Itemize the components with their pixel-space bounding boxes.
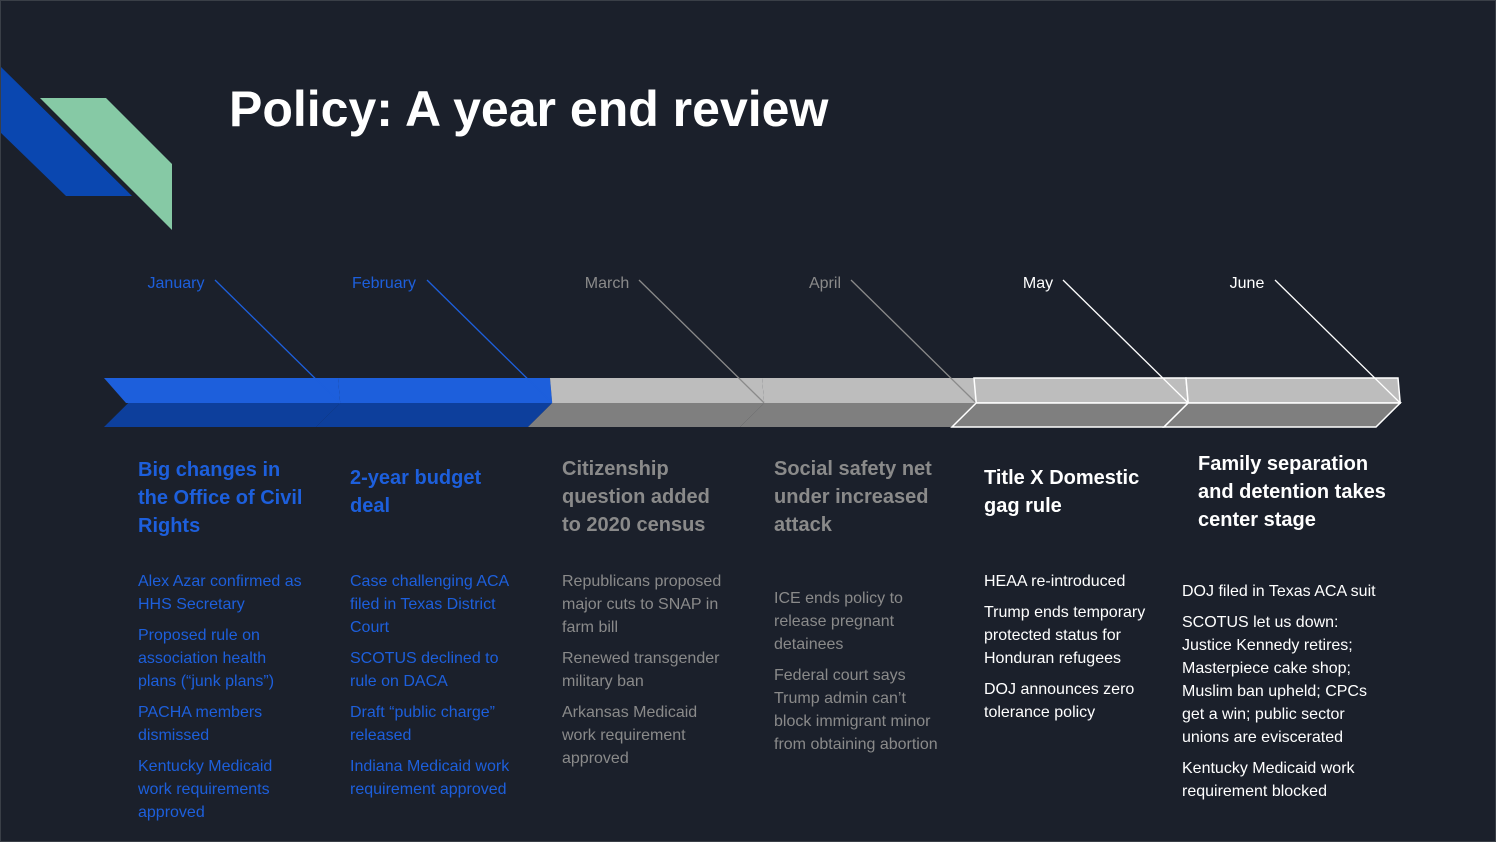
event-heading-february: 2-year budget deal bbox=[350, 467, 482, 517]
month-label-february: February bbox=[351, 275, 417, 292]
timeline-segment-lower bbox=[740, 403, 977, 427]
event-heading-march: Citizenship question added to 2020 censu… bbox=[562, 458, 710, 536]
event-item: SCOTUS declined to rule on DACA bbox=[350, 650, 499, 690]
month-leader-line bbox=[1062, 279, 1189, 404]
event-heading-april: Social safety net under increased attack bbox=[774, 458, 932, 536]
event-item: SCOTUS let us down: Justice Kennedy reti… bbox=[1182, 614, 1367, 746]
event-item: Proposed rule on association health plan… bbox=[138, 627, 275, 690]
event-item: Kentucky Medicaid work requirements appr… bbox=[138, 758, 273, 821]
timeline-segment-upper bbox=[762, 378, 977, 403]
month-leader-line bbox=[638, 279, 765, 404]
event-item: Case challenging ACA filed in Texas Dist… bbox=[350, 573, 509, 636]
corner-decoration bbox=[0, 66, 172, 230]
timeline-segment-upper bbox=[550, 378, 765, 403]
timeline-segment-upper bbox=[973, 377, 1190, 404]
timeline-segment-upper bbox=[338, 378, 553, 403]
event-item: Federal court says Trump admin can’t blo… bbox=[774, 667, 938, 753]
event-item: Draft “public charge” released bbox=[350, 704, 495, 744]
blue-stripe bbox=[0, 66, 132, 196]
event-item: Alex Azar confirmed as HHS Secretary bbox=[138, 573, 302, 613]
month-label-june: June bbox=[1229, 275, 1265, 292]
timeline-segment-lower bbox=[1162, 402, 1403, 428]
event-heading-june: Family separation and detention takes ce… bbox=[1198, 453, 1386, 531]
month-leader-line bbox=[214, 279, 341, 404]
event-item: Trump ends temporary protected status fo… bbox=[984, 604, 1146, 667]
event-item: Indiana Medicaid work requirement approv… bbox=[350, 758, 510, 798]
month-leader-line bbox=[850, 279, 977, 404]
event-item: Kentucky Medicaid work requirement block… bbox=[1182, 760, 1355, 800]
month-label-may: May bbox=[1022, 275, 1054, 292]
event-item: DOJ announces zero tolerance policy bbox=[984, 681, 1135, 721]
month-leader-line bbox=[1274, 279, 1401, 404]
event-list-march: Republicans proposed major cuts to SNAP … bbox=[562, 570, 727, 778]
timeline-segment-lower bbox=[104, 403, 341, 427]
timeline-segment-upper bbox=[1185, 377, 1402, 404]
timeline-arrow bbox=[104, 279, 1403, 428]
event-heading-may: Title X Domestic gag rule bbox=[984, 467, 1140, 517]
month-leader-line bbox=[426, 279, 553, 404]
event-item: PACHA members dismissed bbox=[138, 704, 263, 744]
month-label-march: March bbox=[584, 275, 630, 292]
event-item: Republicans proposed major cuts to SNAP … bbox=[562, 573, 722, 636]
event-item: DOJ filed in Texas ACA suit bbox=[1182, 583, 1376, 600]
event-list-april: ICE ends policy to release pregnant deta… bbox=[774, 587, 944, 764]
month-label-january: January bbox=[147, 275, 205, 292]
timeline-segment-upper bbox=[104, 378, 341, 403]
timeline-segment-lower bbox=[528, 403, 765, 427]
mint-stripe bbox=[40, 98, 172, 230]
event-heading-january: Big changes in the Office of Civil Right… bbox=[138, 459, 303, 537]
event-list-february: Case challenging ACA filed in Texas Dist… bbox=[350, 570, 515, 809]
event-item: Renewed transgender military ban bbox=[562, 650, 720, 690]
timeline-segment-lower bbox=[316, 403, 553, 427]
slide-title: Policy: A year end review bbox=[229, 81, 829, 137]
event-item: Arkansas Medicaid work requirement appro… bbox=[562, 704, 698, 767]
month-label-april: April bbox=[808, 275, 841, 292]
timeline-segment-lower bbox=[950, 402, 1191, 428]
event-item: ICE ends policy to release pregnant deta… bbox=[774, 590, 903, 653]
event-item: HEAA re-introduced bbox=[984, 573, 1126, 590]
